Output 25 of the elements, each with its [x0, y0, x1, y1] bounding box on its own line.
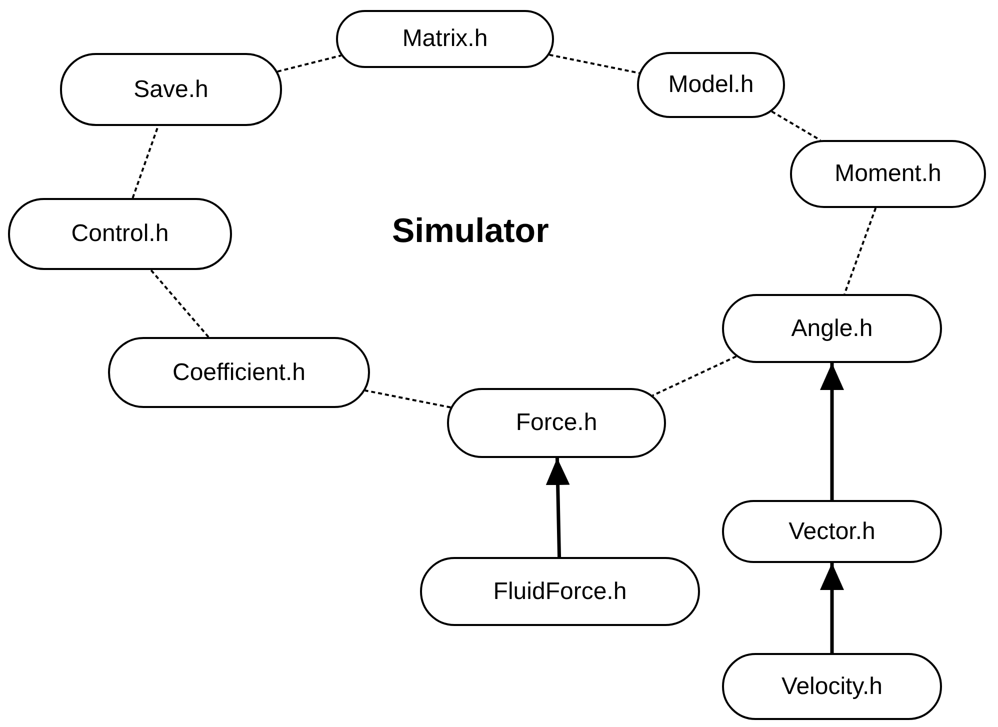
dashed-connector: [364, 389, 451, 408]
arrow: [820, 563, 844, 653]
dashed-connector: [277, 54, 342, 73]
file-name: Coefficient.h: [172, 358, 306, 386]
file-node: [447, 388, 666, 458]
arrow: [820, 363, 844, 500]
file-name: FluidForce.h: [493, 578, 627, 606]
dashed-connector: [132, 126, 160, 198]
file-node: [60, 53, 282, 126]
dashed-connector: [150, 269, 210, 338]
diagram-title: Simulator: [392, 212, 549, 251]
file-name: Force.h: [516, 409, 598, 437]
dashed-connector: [771, 110, 821, 142]
file-name: Velocity.h: [782, 672, 882, 700]
file-name: Angle.h: [791, 314, 873, 342]
file-name: Moment.h: [834, 160, 942, 188]
file-name: Model.h: [668, 71, 754, 99]
file-node: [336, 10, 554, 68]
file-name: Control.h: [71, 220, 169, 248]
arrow: [546, 458, 570, 558]
dashed-connector: [844, 208, 877, 294]
file-name: Matrix.h: [402, 25, 488, 53]
file-name: Save.h: [134, 76, 208, 104]
dashed-connector: [652, 356, 737, 396]
file-name: Vector.h: [788, 518, 876, 546]
